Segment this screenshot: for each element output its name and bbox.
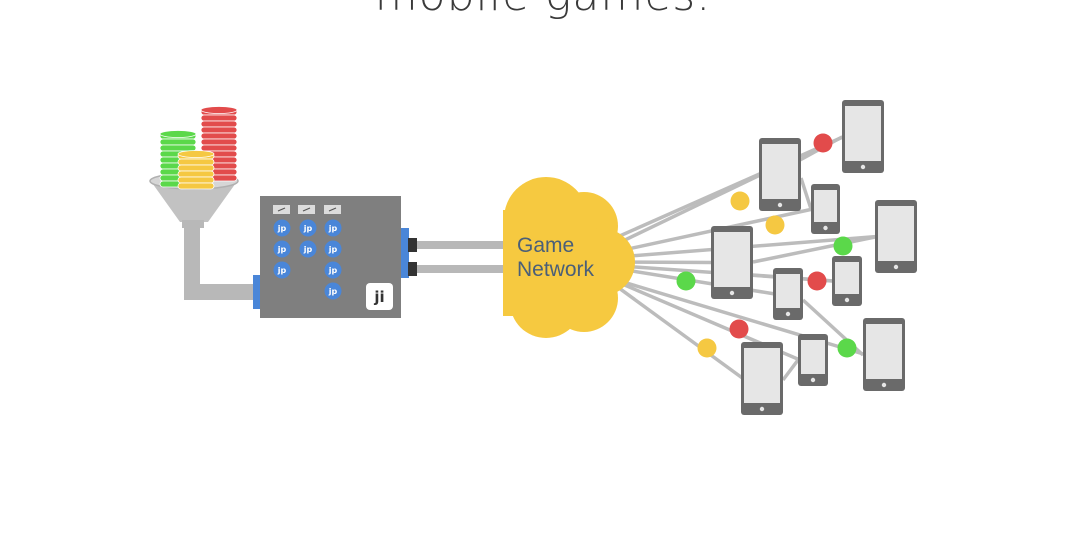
plugin-slots	[273, 205, 341, 214]
status-dot	[729, 319, 749, 339]
plugin-icon: jp	[324, 240, 342, 258]
status-dot	[813, 133, 833, 153]
phone-icon	[711, 226, 753, 299]
svg-text:jp: jp	[328, 266, 338, 275]
plugin-icon: jp	[299, 240, 317, 258]
phone-icon	[863, 318, 905, 391]
server-icon: jp jp jp jp jp jp jp jp jp ji	[253, 196, 417, 318]
svg-text:jp: jp	[277, 245, 287, 254]
status-dots	[676, 133, 857, 358]
svg-text:jp: jp	[303, 224, 313, 233]
plugin-icon: jp	[324, 219, 342, 237]
ji-badge: ji	[366, 283, 393, 310]
phone-icon	[875, 200, 917, 273]
cloud-icon: Game Network	[503, 177, 635, 338]
status-dot	[697, 338, 717, 358]
phone-icon	[798, 334, 828, 386]
phone-icon	[741, 342, 783, 415]
svg-text:jp: jp	[303, 245, 313, 254]
phone-icon	[759, 138, 801, 211]
phone-icon	[842, 100, 884, 173]
svg-text:jp: jp	[328, 224, 338, 233]
plugin-icon: jp	[299, 219, 317, 237]
status-dot	[837, 338, 857, 358]
status-dot	[833, 236, 853, 256]
server-cloud-pipes	[417, 241, 508, 273]
device-group	[711, 100, 917, 415]
phone-icon	[811, 184, 840, 234]
status-dot	[765, 215, 785, 235]
svg-text:jp: jp	[328, 287, 338, 296]
funnel-pipe	[184, 222, 256, 300]
plugin-icon: jp	[324, 282, 342, 300]
status-dot	[730, 191, 750, 211]
plugin-grid: jp jp jp jp jp jp jp jp jp	[273, 219, 342, 300]
ji-badge-label: ji	[373, 288, 384, 306]
status-dot	[676, 271, 696, 291]
plugin-icon: jp	[273, 261, 291, 279]
plugin-icon: jp	[273, 240, 291, 258]
cloud-label-game: Game	[517, 234, 574, 257]
plugin-icon: jp	[324, 261, 342, 279]
phone-icon	[832, 256, 862, 306]
phone-icon	[773, 268, 803, 320]
svg-text:jp: jp	[328, 245, 338, 254]
server-output-connector	[401, 228, 409, 278]
svg-text:jp: jp	[277, 224, 287, 233]
status-dot	[807, 271, 827, 291]
cloud-label-network: Network	[517, 258, 595, 281]
page-heading: mobile games.	[0, 0, 1086, 21]
coin-stack-icon-yellow	[177, 150, 215, 190]
coin-stack-icon-green	[159, 130, 197, 188]
server-input-connector	[253, 275, 261, 309]
coin-stacks	[159, 106, 238, 190]
svg-text:jp: jp	[277, 266, 287, 275]
plugin-icon: jp	[273, 219, 291, 237]
